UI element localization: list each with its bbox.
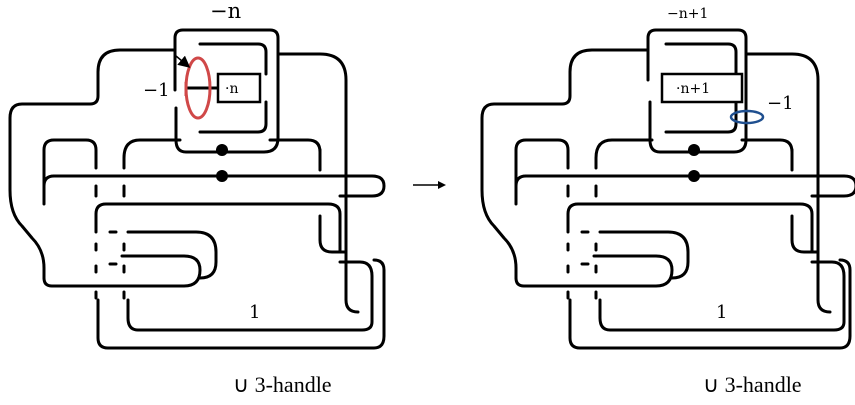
left-horizontal-band xyxy=(52,174,386,198)
right-top-label: −n+1 xyxy=(667,6,708,22)
right-lower-hook xyxy=(598,230,690,280)
left-inner-left-arc xyxy=(42,138,98,198)
left-top-strand xyxy=(173,28,280,154)
right-bottom-outer-2 xyxy=(568,258,852,350)
right-bottom-outer xyxy=(790,148,820,254)
right-bottom-loop xyxy=(598,260,846,332)
right-inner-strand-2 xyxy=(664,100,738,134)
right-inner-right-arc xyxy=(740,138,794,154)
right-horizontal-band xyxy=(524,174,855,198)
left-middle-band xyxy=(94,202,342,254)
left-inner-mid-arc xyxy=(122,138,182,170)
right-top-strand xyxy=(646,28,748,154)
right-inner-strand xyxy=(664,42,738,76)
left-top-label: −n xyxy=(210,0,241,23)
left-outer-strand xyxy=(8,48,177,280)
right-right-loop xyxy=(744,52,832,314)
left-kirby-diagram: −n ·n −1 1 xyxy=(8,0,386,350)
right-curve-label: −1 xyxy=(767,93,794,114)
left-caption: ∪ 3-handle xyxy=(233,372,332,397)
left-pointer-arrow xyxy=(175,55,191,68)
left-bottom-outer xyxy=(318,148,348,254)
left-bottom-outer-2 xyxy=(96,258,386,350)
right-twist-box xyxy=(660,72,744,104)
left-box-label: ·n xyxy=(225,81,238,97)
left-inner-strand xyxy=(198,42,268,76)
right-crossing-marks xyxy=(566,174,790,300)
left-framing-label: 1 xyxy=(249,302,260,323)
right-caption: ∪ 3-handle xyxy=(703,372,802,397)
right-surgery-curve xyxy=(729,109,765,125)
right-inner-mid-arc xyxy=(594,138,654,170)
right-outer-strand xyxy=(480,48,650,280)
arrow-right-icon xyxy=(438,181,446,189)
left-dot-top xyxy=(216,144,228,156)
left-right-loop xyxy=(276,52,360,314)
left-curve-label: −1 xyxy=(143,80,170,101)
right-middle-band xyxy=(566,202,814,254)
right-inner-left-arc xyxy=(514,138,570,198)
left-lower-hook xyxy=(126,230,218,280)
left-dot-bottom xyxy=(216,170,228,182)
left-lower-band xyxy=(42,254,202,288)
right-framing-label: 1 xyxy=(716,302,727,323)
left-inner-right-arc xyxy=(268,138,322,154)
left-inner-strand-2 xyxy=(198,100,268,134)
right-dot-bottom xyxy=(688,170,700,182)
transition-arrow xyxy=(413,181,446,189)
left-crossing-marks xyxy=(94,174,318,300)
right-lower-band xyxy=(514,254,674,288)
left-twist-box xyxy=(216,72,262,104)
left-bottom-loop xyxy=(126,260,374,332)
right-kirby-diagram: −n+1 ·n+1 −1 1 xyxy=(480,6,855,350)
right-box-label: ·n+1 xyxy=(676,81,710,97)
right-dot-top xyxy=(688,144,700,156)
